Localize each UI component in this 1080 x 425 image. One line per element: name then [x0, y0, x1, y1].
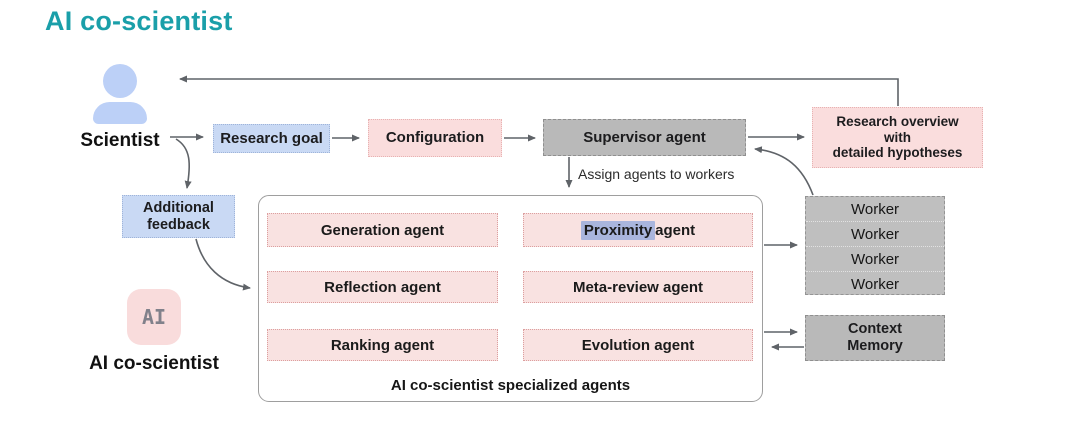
arrow-overview-to-scientist — [179, 75, 899, 106]
generation-agent-node: Generation agent — [267, 213, 498, 247]
context-memory-line: Memory — [847, 338, 903, 354]
proximity-agent-node: Proximity agent — [523, 213, 753, 247]
context-memory-line: Context — [848, 321, 902, 338]
research-goal-node: Research goal — [213, 124, 330, 153]
scientist-person-icon-body — [93, 102, 147, 124]
scientist-label: Scientist — [80, 130, 160, 151]
reflection-agent-node: Reflection agent — [267, 271, 498, 303]
proximity-agent-rest: agent — [655, 221, 696, 239]
research-overview-line: Research overview — [836, 114, 959, 130]
research-overview-line: detailed hypotheses — [832, 145, 963, 161]
scientist-person-icon — [103, 64, 137, 98]
configuration-node: Configuration — [368, 119, 502, 157]
ai-co-scientist-label: AI co-scientist — [89, 353, 219, 374]
evolution-agent-node: Evolution agent — [523, 329, 753, 361]
worker-row: Worker — [850, 275, 900, 293]
worker-row: Worker — [806, 247, 944, 272]
page-title: AI co-scientist — [45, 6, 233, 36]
supervisor-agent-node: Supervisor agent — [543, 119, 746, 156]
additional-feedback-line: Additional — [143, 199, 214, 216]
meta-review-agent-node: Meta-review agent — [523, 271, 753, 303]
agents-container-caption: AI co-scientist specialized agents — [390, 377, 631, 394]
worker-row: Worker — [806, 222, 944, 247]
proximity-highlighted-word: Proximity — [580, 220, 656, 240]
research-overview-node: Research overview with detailed hypothes… — [812, 107, 983, 168]
assign-agents-label: Assign agents to workers — [578, 166, 735, 182]
arrow-worker-to-supervisor — [754, 146, 814, 196]
ranking-agent-node: Ranking agent — [267, 329, 498, 361]
additional-feedback-node: Additional feedback — [122, 195, 235, 238]
additional-feedback-line: feedback — [147, 216, 210, 233]
arrow-feedback-to-agents — [195, 238, 251, 291]
ai-badge-icon: AI — [127, 289, 181, 345]
context-memory-node: Context Memory — [805, 315, 945, 361]
workers-stack: Worker Worker Worker Worker — [805, 196, 945, 295]
worker-row: Worker — [806, 197, 944, 222]
research-overview-line: with — [884, 129, 911, 145]
